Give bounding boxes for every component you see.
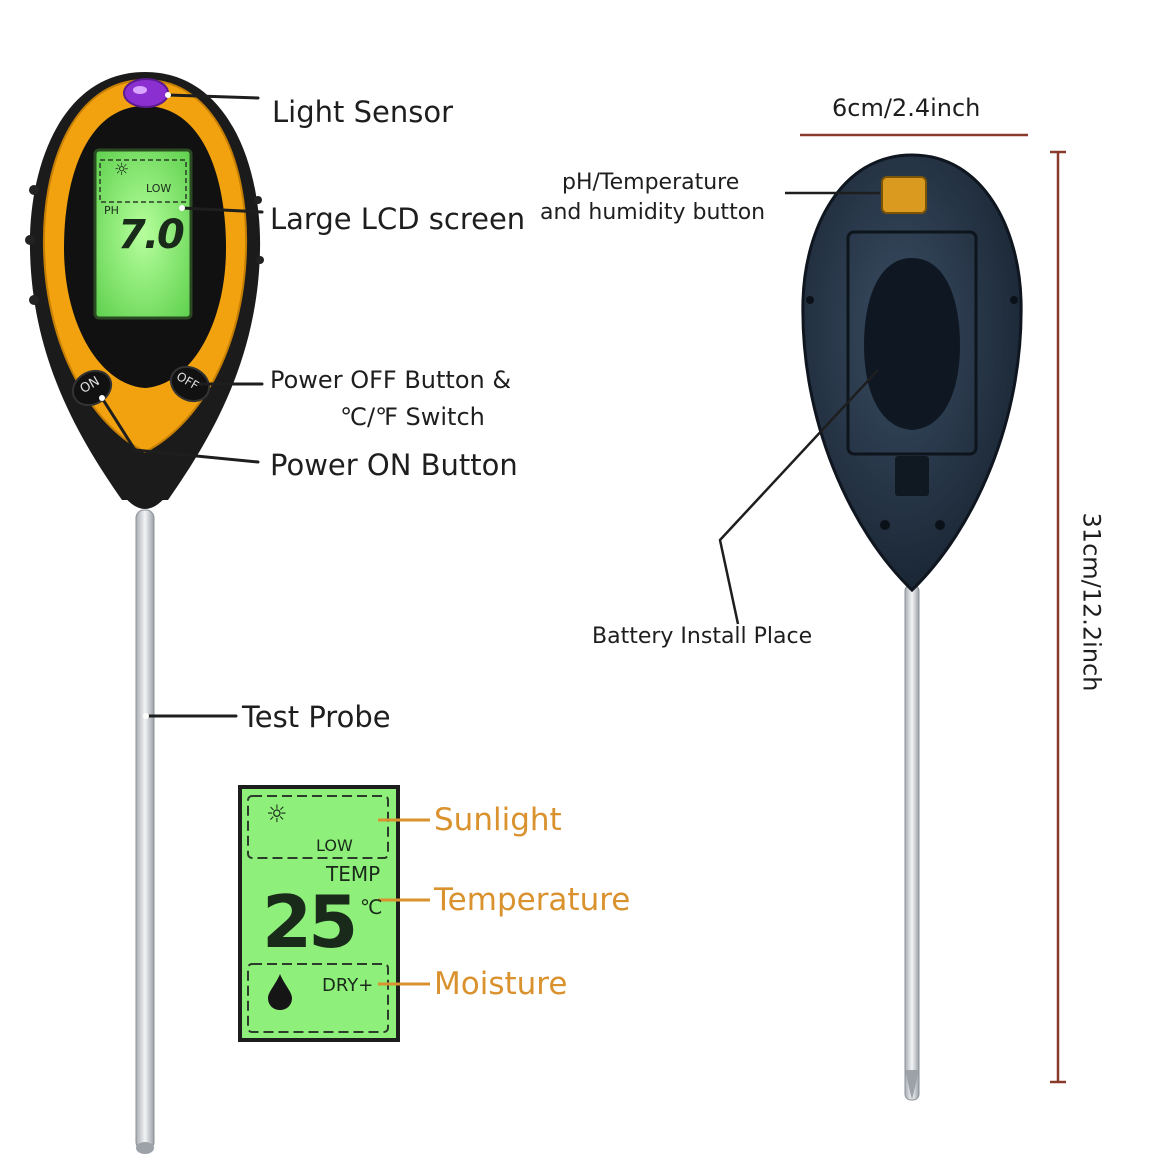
- light-sensor-icon: [123, 78, 169, 108]
- water-drop-icon: [268, 974, 292, 1010]
- sun-icon: ☼: [114, 160, 130, 180]
- front-callout-lines: [99, 92, 264, 719]
- width-dimension-label: 6cm/2.4inch: [832, 94, 981, 122]
- back-meter: [801, 153, 1023, 1101]
- ph-button-label-line1: pH/Temperature: [562, 170, 740, 195]
- detail-low: LOW: [316, 836, 353, 855]
- front-lcd-low: LOW: [146, 182, 172, 195]
- detail-sun-icon: ☼: [266, 800, 288, 828]
- back-probe: [904, 584, 920, 1101]
- front-lcd-screen: [93, 148, 193, 320]
- front-lcd-ph: PH: [104, 204, 119, 217]
- detail-temp: TEMP: [326, 862, 381, 886]
- detail-dry: DRY+: [322, 975, 374, 996]
- front-meter: [25, 72, 264, 1154]
- back-callout-lines: [718, 191, 880, 625]
- detail-temp-unit: ℃: [360, 895, 383, 919]
- front-probe: [135, 509, 155, 1151]
- temperature-label: Temperature: [434, 882, 631, 918]
- front-lcd-reading: 7.0: [118, 212, 185, 258]
- sunlight-label: Sunlight: [434, 802, 562, 838]
- lcd-detail-panel: [238, 785, 400, 1042]
- power-off-label: Power OFF Button &: [270, 366, 512, 394]
- battery-label: Battery Install Place: [592, 624, 813, 649]
- dimension-markers: [800, 133, 1066, 1084]
- moisture-label: Moisture: [434, 966, 568, 1002]
- detail-temp-value: 25: [262, 880, 358, 964]
- power-off-button: [169, 365, 211, 403]
- light-sensor-label: Light Sensor: [272, 95, 453, 129]
- test-probe-label: Test Probe: [242, 700, 391, 734]
- power-on-label: Power ON Button: [270, 448, 518, 482]
- ph-temp-humidity-button: [881, 176, 927, 214]
- ph-button-label-line2: and humidity button: [540, 200, 766, 225]
- lcd-detail-callouts: [378, 818, 430, 986]
- cf-switch-label: ℃/℉ Switch: [340, 403, 485, 431]
- height-dimension-label: 31cm/12.2inch: [1077, 512, 1106, 692]
- battery-compartment: [864, 258, 960, 430]
- lcd-screen-label: Large LCD screen: [270, 202, 526, 236]
